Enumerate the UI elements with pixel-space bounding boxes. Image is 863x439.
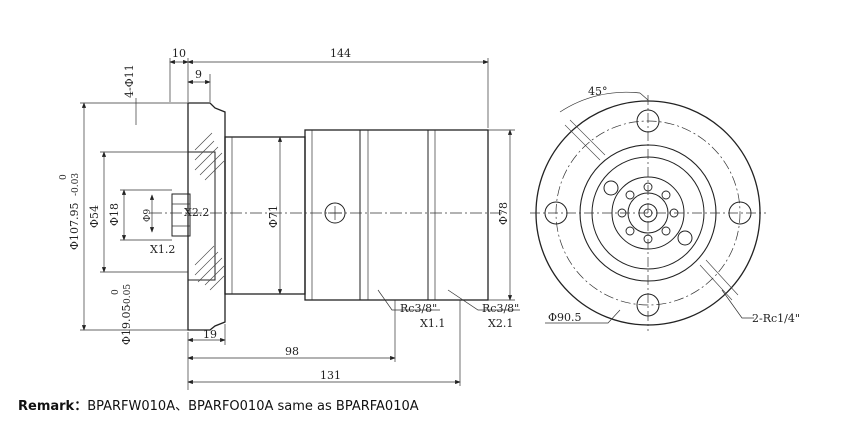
dim-d54: Φ54 <box>88 205 101 228</box>
port2-label: Rc3/8" <box>482 302 519 315</box>
bottom-dimensions: 19 98 131 <box>187 300 461 390</box>
dim-d71: Φ71 <box>267 205 280 228</box>
body-dimensions: Φ71 Φ78 <box>267 129 515 301</box>
port1-label: Rc3/8" <box>400 302 437 315</box>
dim-d19-upper-tol: 0 <box>111 289 121 295</box>
dim-9: 9 <box>195 68 202 81</box>
port2-x: X2.1 <box>488 317 513 330</box>
dim-d19-lower-tol: -0.05 <box>123 284 133 307</box>
dim-pcd-905: Φ90.5 <box>548 311 582 324</box>
dim-d18: Φ18 <box>108 203 121 226</box>
remark-note: Remark：BPARFW010A、BPARFO010A same as BPA… <box>18 395 419 414</box>
dim-d107: Φ107.95 <box>68 202 81 250</box>
front-view: 45° Φ90.5 2-Rc1/4" <box>530 85 800 331</box>
dim-d107-lower-tol: -0.03 <box>71 173 81 196</box>
dim-98: 98 <box>285 345 299 358</box>
dim-d19: Φ19.05 <box>120 304 133 345</box>
dim-144: 144 <box>330 47 351 60</box>
port-callouts: Rc3/8" X1.1 Rc3/8" X2.1 <box>377 289 520 330</box>
dim-d107-upper-tol: 0 <box>59 174 69 180</box>
left-dimensions: 4-Φ11 Φ107.95 0 -0.03 Φ54 Φ18 Φ9 Φ19.05 … <box>59 64 209 345</box>
dim-rc14: 2-Rc1/4" <box>752 312 800 325</box>
remark-text: BPARFW010A、BPARFO010A same as BPARFA010A <box>87 399 419 414</box>
dim-131: 131 <box>320 369 341 382</box>
dim-4-d11: 4-Φ11 <box>123 64 136 98</box>
dim-d9: Φ9 <box>143 209 153 222</box>
dim-d78: Φ78 <box>497 202 510 225</box>
rc-port-hatch <box>564 119 739 301</box>
remark-label: Remark： <box>18 399 88 414</box>
dim-19: 19 <box>203 328 217 341</box>
top-dimensions: 10 144 9 <box>169 47 489 128</box>
label-x22: X2.2 <box>184 206 209 219</box>
side-view <box>150 102 505 331</box>
dim-45-angle: 45° <box>588 85 608 98</box>
technical-drawing: 10 144 9 4-Φ11 Φ107.95 0 -0.03 Φ54 Φ18 Φ… <box>59 47 800 390</box>
label-x12: X1.2 <box>150 243 175 256</box>
bolt-circle <box>617 182 679 244</box>
port1-x: X1.1 <box>420 317 445 330</box>
dim-10: 10 <box>172 47 186 60</box>
